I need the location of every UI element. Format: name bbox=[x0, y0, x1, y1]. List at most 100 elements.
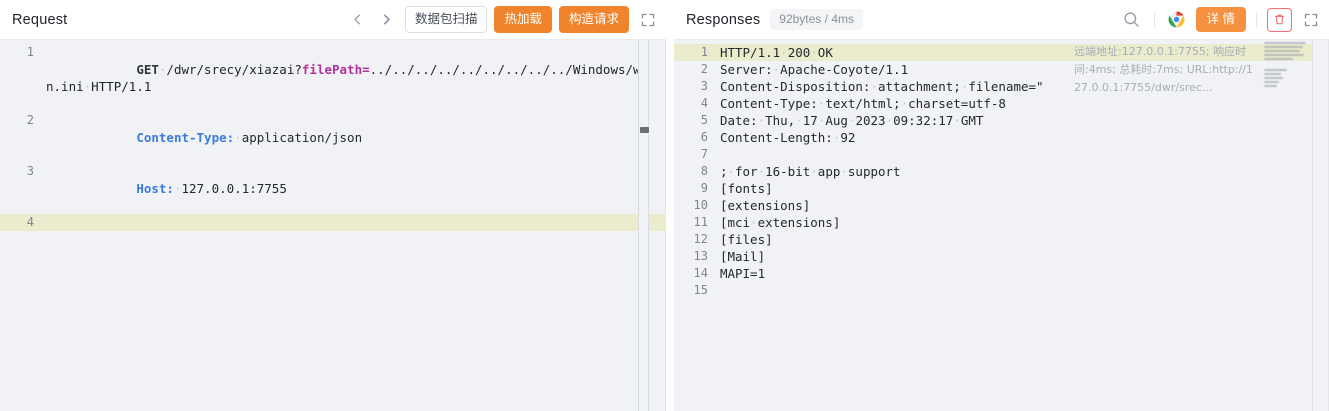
space-dot: · bbox=[757, 113, 766, 128]
code-line: 13 [Mail] bbox=[674, 248, 1328, 265]
code-token: Content-Type: bbox=[719, 96, 818, 111]
header-name: Content-Type: bbox=[136, 130, 235, 145]
header-value: 127.0.0.1:7755 bbox=[181, 181, 287, 196]
space-dot: · bbox=[847, 113, 856, 128]
prev-packet-button[interactable] bbox=[347, 9, 369, 31]
code-line: 7 bbox=[674, 146, 1328, 163]
detail-button[interactable]: 详 情 bbox=[1195, 6, 1246, 33]
line-content: HTTP/1.1·200·OK bbox=[720, 44, 1328, 61]
code-token: for bbox=[735, 164, 758, 179]
code-line: 8;·for·16-bit·app·support bbox=[674, 163, 1328, 180]
code-token: 2023 bbox=[855, 113, 886, 128]
space-dot: · bbox=[83, 79, 92, 94]
line-number: 7 bbox=[700, 147, 708, 161]
code-token: attachment; bbox=[877, 79, 961, 94]
request-path: /dwr/srecy/xiazai? bbox=[166, 62, 302, 77]
code-line: 11[mci·extensions] bbox=[674, 214, 1328, 231]
response-editor[interactable]: 1 HTTP/1.1·200·OK 2 Server:·Apache-Coyote/1… bbox=[673, 40, 1329, 411]
code-line: 2 Content-Type:·application/json bbox=[0, 112, 665, 163]
code-token: OK bbox=[817, 45, 833, 60]
code-token: [mci bbox=[719, 215, 751, 230]
space-dot: · bbox=[772, 62, 781, 77]
hot-reload-button[interactable]: 热加载 bbox=[494, 5, 552, 34]
response-vertical-scrollbar[interactable] bbox=[1312, 40, 1328, 411]
code-token: 92 bbox=[840, 130, 856, 145]
code-token: 09:32:17 bbox=[893, 113, 954, 128]
code-line: 15 bbox=[674, 282, 1328, 299]
request-editor[interactable]: 1 GET·/dwr/srecy/xiazai?filePath=../../.… bbox=[0, 40, 666, 411]
build-request-button[interactable]: 构造请求 bbox=[558, 5, 629, 34]
search-icon[interactable] bbox=[1120, 8, 1144, 32]
expand-icon[interactable] bbox=[638, 10, 658, 30]
line-number: 4 bbox=[700, 96, 708, 110]
code-token: 200 bbox=[787, 45, 811, 60]
panel-divider bbox=[665, 0, 674, 411]
code-token: charset=utf-8 bbox=[908, 96, 1006, 111]
code-line-active: 1 HTTP/1.1·200·OK bbox=[673, 44, 1328, 61]
expand-icon[interactable] bbox=[1301, 10, 1321, 30]
code-token: Server: bbox=[719, 62, 773, 77]
space-dot: · bbox=[158, 62, 167, 77]
line-number: 2 bbox=[700, 62, 708, 76]
code-token: [Mail] bbox=[719, 249, 766, 264]
space-dot: · bbox=[810, 45, 818, 60]
space-dot: · bbox=[727, 164, 735, 179]
line-content: ;·for·16-bit·app·support bbox=[720, 163, 1328, 180]
request-code-area[interactable]: 1 GET·/dwr/srecy/xiazai?filePath=../../.… bbox=[0, 40, 665, 411]
response-toolbar: 详 情 bbox=[1120, 6, 1321, 33]
space-dot: · bbox=[870, 79, 878, 94]
code-token: 17 bbox=[802, 113, 818, 128]
line-content: MAPI=1 bbox=[720, 265, 1328, 282]
response-code-area[interactable]: 1 HTTP/1.1·200·OK 2 Server:·Apache-Coyote/1… bbox=[673, 40, 1328, 411]
line-number: 12 bbox=[693, 232, 708, 246]
space-dot: · bbox=[817, 113, 826, 128]
space-dot: · bbox=[840, 164, 848, 179]
delete-button[interactable] bbox=[1267, 7, 1292, 32]
line-content: [Mail] bbox=[720, 248, 1328, 265]
line-content: GET·/dwr/srecy/xiazai?filePath=../../../… bbox=[46, 44, 665, 112]
code-line: 2 Server:·Apache-Coyote/1.1 bbox=[674, 61, 1328, 78]
code-token: 16-bit bbox=[765, 164, 811, 179]
packet-scan-button[interactable]: 数据包扫描 bbox=[404, 5, 488, 34]
space-dot: · bbox=[960, 79, 969, 94]
space-dot: · bbox=[810, 164, 818, 179]
line-number: 1 bbox=[26, 45, 34, 59]
http-method: GET bbox=[136, 62, 159, 77]
line-number: 13 bbox=[693, 249, 708, 263]
space-dot: · bbox=[900, 96, 909, 111]
line-content: Content-Disposition:·attachment;·filenam… bbox=[720, 78, 1328, 95]
space-dot: · bbox=[817, 96, 826, 111]
chrome-icon[interactable] bbox=[1165, 8, 1189, 32]
code-line: 1 GET·/dwr/srecy/xiazai?filePath=../../.… bbox=[0, 44, 665, 112]
line-content: Date:·Thu,·17·Aug·2023·09:32:17·GMT bbox=[720, 112, 1328, 129]
header-value: application/json bbox=[241, 130, 363, 145]
code-token: [extensions] bbox=[719, 198, 811, 213]
next-packet-button[interactable] bbox=[376, 9, 398, 31]
code-line: 10[extensions] bbox=[674, 197, 1328, 214]
scrollbar-thumb[interactable] bbox=[639, 127, 649, 133]
line-content: [fonts] bbox=[720, 180, 1328, 197]
code-token: GMT bbox=[960, 113, 984, 128]
line-number: 1 bbox=[700, 45, 708, 59]
code-token: Aug bbox=[825, 113, 848, 128]
toolbar-divider bbox=[1256, 11, 1257, 28]
code-token: app bbox=[817, 164, 841, 179]
request-panel-title: Request bbox=[12, 11, 68, 28]
code-token: filename=" bbox=[968, 79, 1044, 94]
line-content: [files] bbox=[720, 231, 1328, 248]
line-number: 2 bbox=[26, 113, 34, 127]
request-vertical-scrollbar[interactable] bbox=[637, 40, 649, 411]
request-toolbar: 数据包扫描 热加载 构造请求 bbox=[347, 5, 658, 34]
response-panel: Responses 92bytes / 4ms bbox=[673, 0, 1329, 411]
line-content: Server:·Apache-Coyote/1.1 bbox=[720, 61, 1328, 78]
request-panel: Request 数据包扫描 热加载 构造请求 bbox=[0, 5, 666, 411]
http-version: HTTP/1.1 bbox=[91, 79, 152, 94]
code-token: ; bbox=[719, 164, 728, 179]
code-token: Date: bbox=[719, 113, 758, 128]
code-token: text/html; bbox=[825, 96, 901, 111]
code-token: Thu, bbox=[765, 113, 796, 128]
code-token: Content-Length: bbox=[719, 130, 833, 145]
response-panel-title: Responses bbox=[685, 11, 761, 28]
code-line: 9[fonts] bbox=[674, 180, 1328, 197]
